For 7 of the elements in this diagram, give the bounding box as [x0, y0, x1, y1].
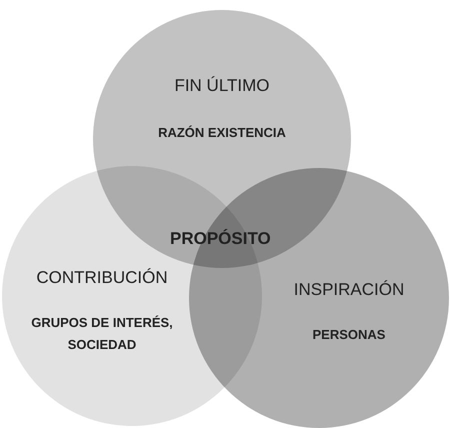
circle-subtitle: PERSONAS: [312, 326, 386, 344]
circle-title: INSPIRACIÓN: [292, 280, 406, 300]
circle-subtitle: GRUPOS DE INTERÉS, SOCIEDAD: [30, 314, 174, 354]
circle-title: FIN ÚLTIMO: [173, 76, 271, 96]
circle-subtitle: RAZÓN EXISTENCIA: [157, 124, 287, 142]
circle-title: CONTRIBUCIÓN: [35, 268, 169, 288]
center-label: PROPÓSITO: [170, 229, 271, 249]
